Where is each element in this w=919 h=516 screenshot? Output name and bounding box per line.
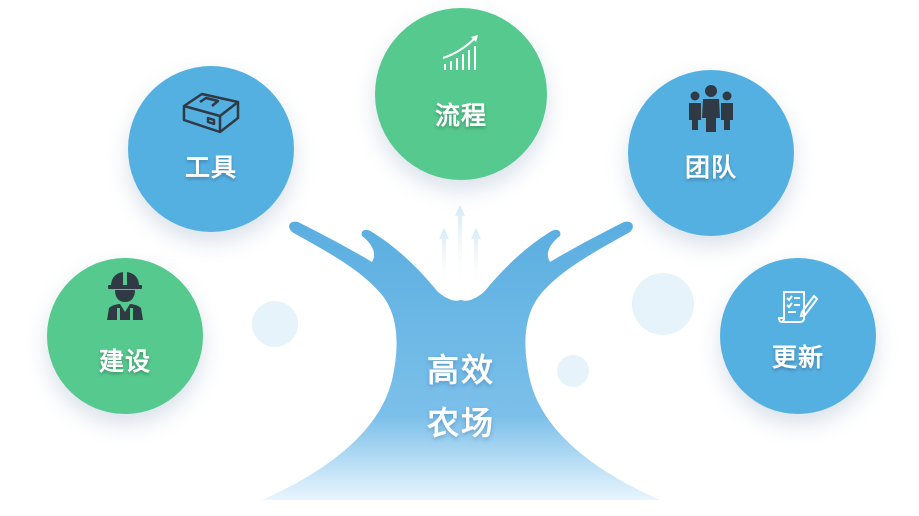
growth-arrows (439, 205, 481, 290)
node-build: 建设 (47, 258, 203, 414)
node-label: 工具 (184, 153, 237, 182)
node-label: 团队 (684, 153, 737, 182)
node-tools: 工具 (128, 66, 294, 232)
toolbox-icon (180, 88, 242, 140)
center-title-line-1: 高效 (426, 351, 495, 389)
center-title-line-2: 农场 (426, 404, 495, 442)
node-team: 团队 (628, 70, 794, 236)
decorative-bubble (252, 301, 298, 347)
decorative-bubble (557, 355, 589, 387)
node-label: 更新 (771, 343, 824, 372)
decorative-bubble (632, 273, 694, 335)
tree-trunk (262, 221, 660, 500)
node-update: 更新 (720, 258, 876, 414)
node-label: 建设 (98, 347, 151, 376)
people-group-icon (687, 84, 735, 138)
node-process: 流程 (375, 8, 547, 180)
document-edit-icon (777, 288, 819, 328)
construction-worker-icon (104, 270, 146, 326)
node-label: 流程 (434, 101, 487, 130)
growth-chart-icon (441, 34, 481, 76)
